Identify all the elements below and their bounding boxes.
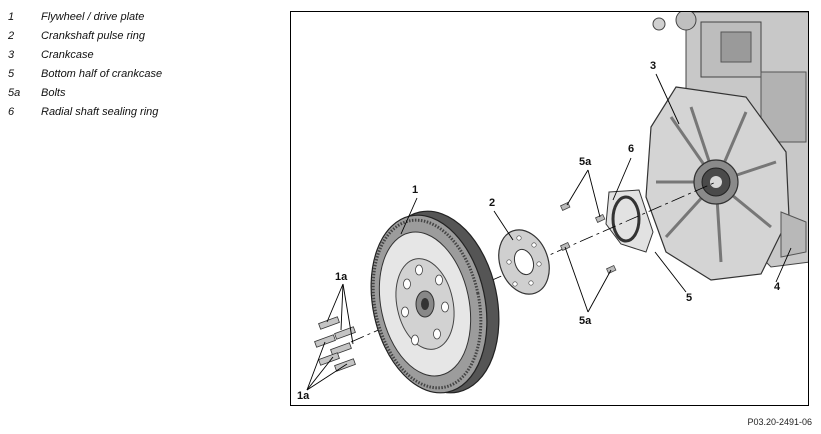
- legend-number: 3: [8, 48, 15, 61]
- legend-number: 5: [8, 67, 15, 80]
- legend-number: 1: [8, 10, 15, 23]
- callout-1: 1: [412, 184, 419, 196]
- callout-4: 4: [774, 281, 781, 293]
- legend-description: Bottom half of crankcase: [41, 67, 163, 80]
- legend: 1 Flywheel / drive plate 2 Crankshaft pu…: [8, 7, 278, 121]
- legend-description: Flywheel / drive plate: [41, 10, 145, 23]
- exploded-view-figure: 1 2 3 4 5 6 5a 5a 1a 1a: [290, 11, 809, 406]
- legend-number: 5a: [8, 86, 21, 99]
- legend-row: 5 Bottom half of crankcase: [8, 64, 278, 83]
- bolts-5a-illustration: [559, 201, 617, 274]
- flywheel-illustration: [370, 210, 500, 394]
- crankshaft-pulse-ring-illustration: [498, 229, 550, 295]
- callout-1a-top: 1a: [335, 271, 348, 283]
- legend-description: Crankshaft pulse ring: [41, 29, 145, 42]
- legend-number: 6: [8, 105, 15, 118]
- callout-5a-top: 5a: [579, 156, 592, 168]
- callout-5a-bottom: 5a: [579, 315, 592, 327]
- legend-description: Bolts: [41, 86, 66, 99]
- legend-description: Crankcase: [41, 48, 94, 61]
- legend-row: 3 Crankcase: [8, 45, 278, 64]
- callout-leader-lines: [306, 73, 792, 391]
- crankcase-illustration: [645, 12, 808, 281]
- center-axis-line: [350, 181, 717, 343]
- legend-row: 5a Bolts: [8, 83, 278, 102]
- legend-number: 2: [8, 29, 15, 42]
- legend-row: 1 Flywheel / drive plate: [8, 7, 278, 26]
- legend-row: 2 Crankshaft pulse ring: [8, 26, 278, 45]
- callout-5: 5: [686, 292, 693, 304]
- figure-id: P03.20-2491-06: [747, 417, 812, 427]
- callout-3: 3: [650, 60, 657, 72]
- bolts-1a-illustration: [314, 316, 356, 372]
- radial-shaft-sealing-ring-illustration: [605, 189, 654, 253]
- legend-description: Radial shaft sealing ring: [41, 105, 159, 118]
- callout-2: 2: [489, 197, 496, 209]
- callout-1a-bottom: 1a: [297, 390, 310, 402]
- legend-row: 6 Radial shaft sealing ring: [8, 102, 278, 121]
- callout-6: 6: [628, 143, 635, 155]
- exploded-view-illustration: [306, 12, 808, 394]
